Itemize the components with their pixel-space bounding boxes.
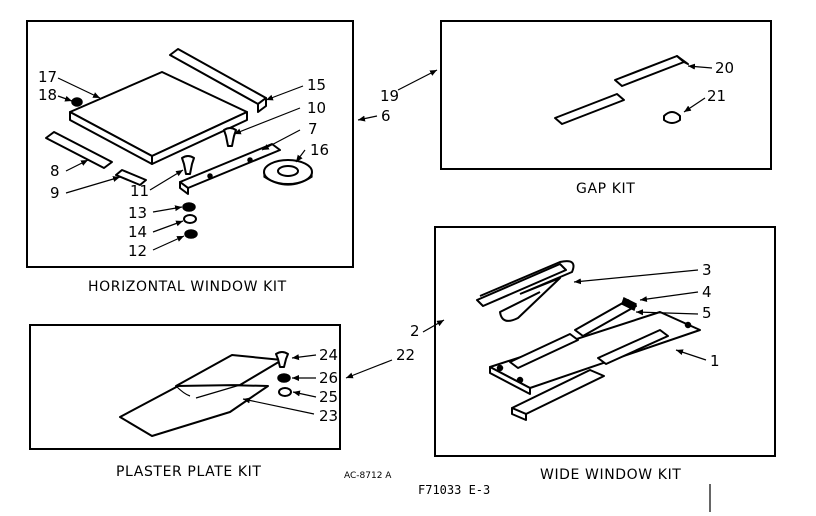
nut-12 xyxy=(184,229,198,239)
callout-10: 10 xyxy=(307,99,326,117)
callout-17: 17 xyxy=(38,68,57,86)
rail-upper xyxy=(597,329,669,365)
gap-strip-20-upper xyxy=(614,55,685,87)
gap-kit-parts xyxy=(554,55,689,125)
leader-6 xyxy=(357,115,378,122)
washer-26 xyxy=(277,373,291,383)
callout-23: 23 xyxy=(319,407,338,425)
callout-18: 18 xyxy=(38,86,57,104)
plate-hole xyxy=(684,321,692,329)
plate-hole xyxy=(516,376,524,384)
leader-22 xyxy=(345,359,393,379)
callout-11: 11 xyxy=(130,182,149,200)
callout-26: 26 xyxy=(319,369,338,387)
horizontal-window-kit-title: HORIZONTAL WINDOW KIT xyxy=(88,279,287,295)
leader-1 xyxy=(675,349,707,361)
leader-5 xyxy=(635,309,699,316)
gap-strip-20-tip xyxy=(676,55,689,65)
callout-21: 21 xyxy=(707,87,726,105)
strip-9 xyxy=(115,169,147,186)
seal-strip xyxy=(476,263,567,307)
horizontal-window-kit-box xyxy=(26,20,354,268)
callout-13: 13 xyxy=(128,204,147,222)
leader-21 xyxy=(683,97,706,113)
callout-4: 4 xyxy=(702,283,712,301)
callout-25: 25 xyxy=(319,388,338,406)
leader-2 xyxy=(422,319,445,333)
leader-19 xyxy=(397,69,438,91)
channel-4-end xyxy=(621,296,637,312)
nut-13 xyxy=(182,202,196,212)
washer-14 xyxy=(183,214,197,224)
wide-kit-parts xyxy=(476,260,701,421)
angle-bracket-flange xyxy=(511,407,527,421)
leader-23 xyxy=(242,397,315,415)
strip-8 xyxy=(45,131,113,169)
strip-15-edge xyxy=(257,97,267,113)
plaster-plate-kit-box xyxy=(29,324,341,450)
callout-24: 24 xyxy=(319,346,338,364)
callout-2: 2 xyxy=(410,322,420,340)
bracket-hole xyxy=(247,157,253,163)
callout-12: 12 xyxy=(128,242,147,260)
seal-16-lip xyxy=(263,172,313,186)
gap-kit-box xyxy=(440,20,772,170)
gap-kit-title: GAP KIT xyxy=(576,181,635,197)
callout-15: 15 xyxy=(307,76,326,94)
leader-3 xyxy=(573,269,699,285)
plate-hole xyxy=(496,364,504,372)
bracket-7-edge xyxy=(179,181,189,195)
panel-17 xyxy=(69,71,248,157)
plaster-plate-fold xyxy=(175,384,241,399)
screw-24 xyxy=(275,351,289,368)
horizontal-kit-leaders xyxy=(57,77,306,251)
leader-24 xyxy=(291,354,317,361)
callout-7: 7 xyxy=(308,120,318,138)
gap-strip-20-lower xyxy=(554,93,625,125)
reference-code: AC-8712 A xyxy=(344,471,392,481)
wide-window-kit-box xyxy=(434,226,776,457)
callout-14: 14 xyxy=(128,223,147,241)
callout-20: 20 xyxy=(715,59,734,77)
diagram-code: F71033 E-3 xyxy=(418,483,490,497)
callout-9: 9 xyxy=(50,184,60,202)
nut-25 xyxy=(278,387,292,397)
screw-11 xyxy=(181,155,195,175)
bumper-21 xyxy=(663,111,681,124)
callout-3: 3 xyxy=(702,261,712,279)
plaster-plate-23-top xyxy=(175,354,283,387)
leader-25 xyxy=(292,390,317,398)
panel-17-side xyxy=(151,111,248,165)
plaster-kit-parts xyxy=(119,351,292,437)
callout-8: 8 xyxy=(50,162,60,180)
item-18 xyxy=(71,97,83,107)
callout-5: 5 xyxy=(702,304,712,322)
plaster-plate-kit-title: PLASTER PLATE KIT xyxy=(116,464,262,480)
bracket-hole xyxy=(207,173,213,179)
callout-16: 16 xyxy=(310,141,329,159)
callout-6: 6 xyxy=(381,107,391,125)
plaster-plate-23 xyxy=(119,383,269,437)
wide-window-kit-title: WIDE WINDOW KIT xyxy=(540,467,681,483)
leader-4 xyxy=(639,291,699,303)
callout-19: 19 xyxy=(380,87,399,105)
bracket-7 xyxy=(179,143,281,189)
callout-1: 1 xyxy=(710,352,720,370)
rail-left xyxy=(509,333,579,369)
horizontal-kit-parts xyxy=(45,48,313,239)
leader-20 xyxy=(687,63,713,70)
callout-22: 22 xyxy=(396,346,415,364)
seal-16-hole xyxy=(277,165,299,177)
screw-10 xyxy=(223,127,237,147)
base-plate-1-edge xyxy=(489,366,531,395)
